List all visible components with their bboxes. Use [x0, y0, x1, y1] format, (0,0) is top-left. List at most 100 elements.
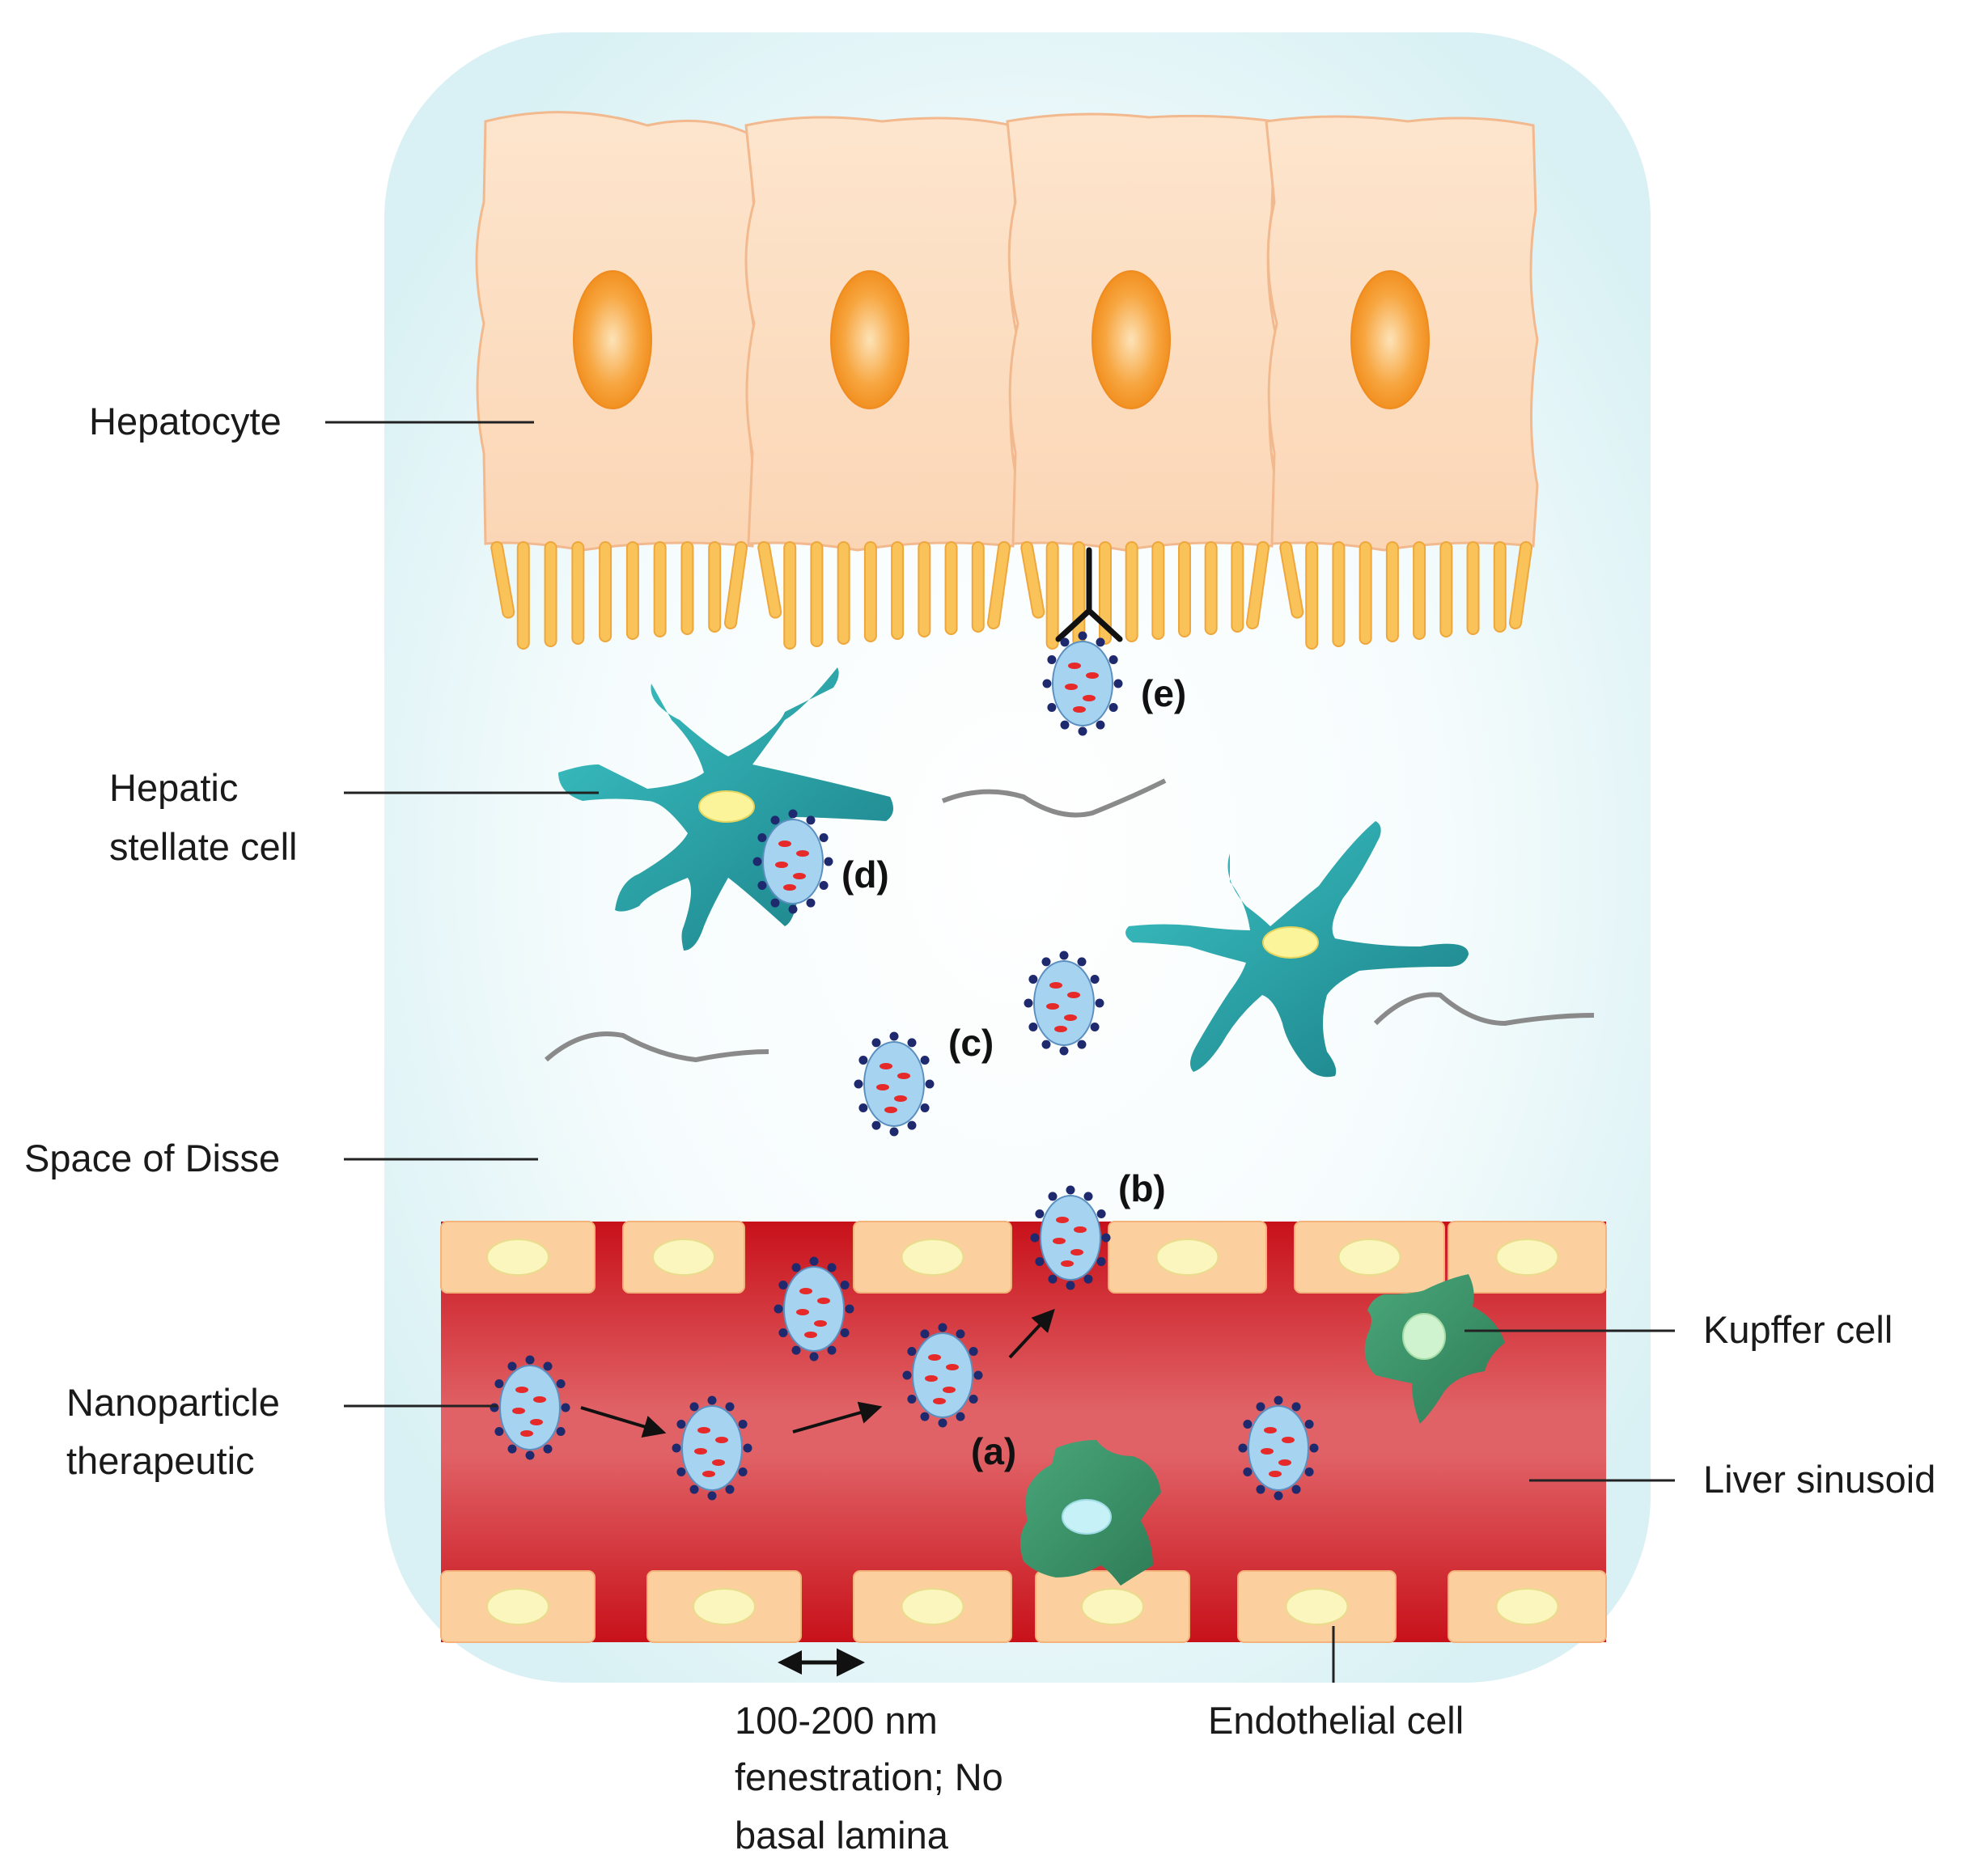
microvillus [1359, 541, 1372, 645]
hepatocyte-nucleus [573, 270, 652, 409]
nanoparticle-path-arrows [580, 1308, 1055, 1438]
nanoparticle [490, 1355, 570, 1460]
endothelial-nucleus [1495, 1239, 1559, 1276]
microvillus [1045, 541, 1059, 650]
microvillus [571, 541, 585, 645]
microvillus [1508, 540, 1533, 630]
endothelial-nucleus [1081, 1588, 1144, 1625]
microvillus [1305, 541, 1319, 650]
endothelial-lining [440, 1221, 1607, 1643]
microvillus [1231, 541, 1244, 633]
endothelial-nucleus [693, 1588, 756, 1625]
hepatic-stellate-cell [1125, 821, 1469, 1078]
step-label-c: (c) [948, 1022, 994, 1064]
microvillus [1072, 541, 1086, 647]
microvillus [1178, 541, 1191, 637]
nanoparticle [672, 1395, 752, 1501]
collagen-fibre [545, 1031, 769, 1063]
microvillus [1413, 541, 1426, 640]
endothelial-nucleus [1155, 1239, 1219, 1276]
microvillus [680, 541, 694, 635]
movement-arrow [1008, 1308, 1055, 1359]
label-fenestration-line2: fenestration; No [735, 1755, 1003, 1798]
collagen-fibre [941, 778, 1167, 818]
nanoparticle [1238, 1395, 1319, 1501]
microvillus [944, 541, 958, 635]
endothelial-nucleus [486, 1588, 549, 1625]
microvillus [544, 541, 557, 647]
nanoparticle [1030, 1185, 1111, 1290]
endothelial-nucleus [1337, 1239, 1401, 1276]
microvillus [1204, 541, 1218, 635]
microvillus [1151, 541, 1165, 640]
microvillus [891, 541, 905, 640]
microvillus [918, 541, 931, 637]
label-nanoparticle-line1: Nanoparticle [66, 1381, 280, 1424]
endothelial-nucleus [652, 1239, 715, 1276]
microvillus [1125, 541, 1138, 642]
kupffer-cell [1364, 1274, 1505, 1424]
kupffer-cell [1020, 1440, 1161, 1586]
nanoparticle [854, 1031, 935, 1137]
microvillus [1385, 541, 1399, 642]
label-space-of-disse: Space of Disse [24, 1137, 280, 1179]
movement-arrow [792, 1401, 883, 1433]
step-label-a: (a) [971, 1430, 1016, 1472]
microvillus [1245, 540, 1270, 630]
microvillus [863, 541, 877, 642]
nanoparticle [752, 809, 833, 914]
microvillus [625, 541, 639, 640]
step-label-b: (b) [1118, 1167, 1166, 1209]
label-endothelial-cell: Endothelial cell [1208, 1699, 1464, 1742]
microvillus [1020, 540, 1045, 619]
microvillus [1439, 541, 1453, 637]
hepatocyte-receptor [1055, 547, 1123, 642]
microvillus [971, 541, 985, 633]
microvillus [837, 541, 850, 645]
step-label-d: (d) [841, 853, 889, 896]
microvillus [490, 540, 515, 619]
microvillus [783, 541, 797, 650]
label-fenestration-line1: 100-200 nm [735, 1699, 938, 1742]
label-liver-sinusoid: Liver sinusoid [1703, 1458, 1935, 1501]
endothelial-nucleus [901, 1588, 964, 1625]
microvillus [723, 540, 748, 630]
microvillus [1493, 541, 1507, 633]
hepatocyte-row [475, 111, 1539, 552]
microvillus [1332, 541, 1346, 647]
hepatocyte-nucleus [830, 270, 909, 409]
microvillus [599, 541, 613, 642]
microvillus [653, 541, 667, 637]
microvillus [1279, 540, 1304, 619]
endothelial-nucleus [901, 1239, 964, 1276]
nanoparticle-group [490, 631, 1319, 1501]
nanoparticle [902, 1323, 983, 1428]
nanoparticle [1042, 631, 1123, 736]
endothelial-nucleus [486, 1239, 549, 1276]
hepatocyte-nucleus [1091, 270, 1171, 409]
microvillus [708, 541, 722, 633]
hepatocyte-nucleus [1350, 270, 1430, 409]
microvillus [516, 541, 530, 650]
endothelial-nucleus [1285, 1588, 1349, 1625]
nanoparticle [774, 1256, 854, 1361]
microvillus [1466, 541, 1480, 635]
label-stellate-line1: Hepatic [109, 766, 238, 809]
microvillus [810, 541, 824, 647]
collagen-fibre [1373, 992, 1595, 1027]
step-label-e: (e) [1141, 672, 1186, 714]
hepatocyte-microvilli [490, 540, 1533, 650]
nanoparticle [1024, 951, 1104, 1056]
microvillus [986, 540, 1011, 630]
label-hepatocyte: Hepatocyte [89, 400, 282, 443]
microvillus [757, 540, 782, 619]
label-stellate-line2: stellate cell [109, 825, 298, 868]
label-kupffer-cell: Kupffer cell [1703, 1308, 1893, 1351]
endothelial-nucleus [1495, 1588, 1559, 1625]
hepatic-stellate-cell [558, 667, 893, 951]
label-nanoparticle-line2: therapeutic [66, 1439, 255, 1482]
label-fenestration-line3: basal lamina [735, 1814, 949, 1857]
movement-arrow [580, 1406, 667, 1438]
